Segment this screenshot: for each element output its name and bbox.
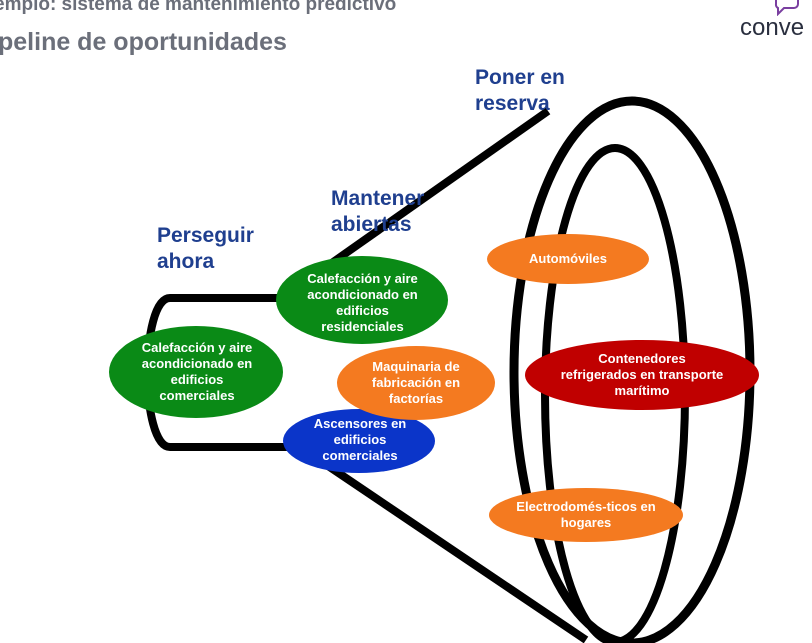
stage-perseguir-ahora: Perseguir ahora xyxy=(157,224,254,273)
node-calefaccion-residenciales xyxy=(276,256,448,344)
node-ascensores xyxy=(283,409,435,473)
node-label-ascensores: Ascensores en edificios comerciales xyxy=(313,416,407,463)
slide-title-line1: emplo: sistema de mantenimiento predicti… xyxy=(0,0,397,15)
logo: conve xyxy=(740,14,805,41)
node-label-calefaccion-comerciales: Calefacción y aire acondicionado en edif… xyxy=(141,340,253,403)
logo-speech-icon xyxy=(774,0,799,16)
node-label-calefaccion-residenciales: Calefacción y aire acondicionado en edif… xyxy=(307,271,418,334)
node-contenedores xyxy=(525,340,759,410)
node-label-maquinaria: Maquinaria de fabricación en factorías xyxy=(371,359,461,406)
stage-poner-en-reserva: Poner en reserva xyxy=(475,66,565,115)
stage-mantener-abiertas: Mantener abiertas xyxy=(331,187,425,236)
node-calefaccion-comerciales xyxy=(109,326,283,418)
node-maquinaria xyxy=(337,346,495,420)
slide-title-line2: peline de oportunidades xyxy=(0,28,287,56)
node-electrodomesticos xyxy=(489,488,683,542)
node-label-automoviles: Automóviles xyxy=(528,251,607,266)
node-automoviles xyxy=(487,234,649,284)
node-label-electrodomesticos: Electrodomés-ticos en hogares xyxy=(516,499,656,530)
node-label-contenedores: Contenedores refrigerados en transporte … xyxy=(560,351,724,398)
funnel-edge-bottom xyxy=(297,443,589,643)
